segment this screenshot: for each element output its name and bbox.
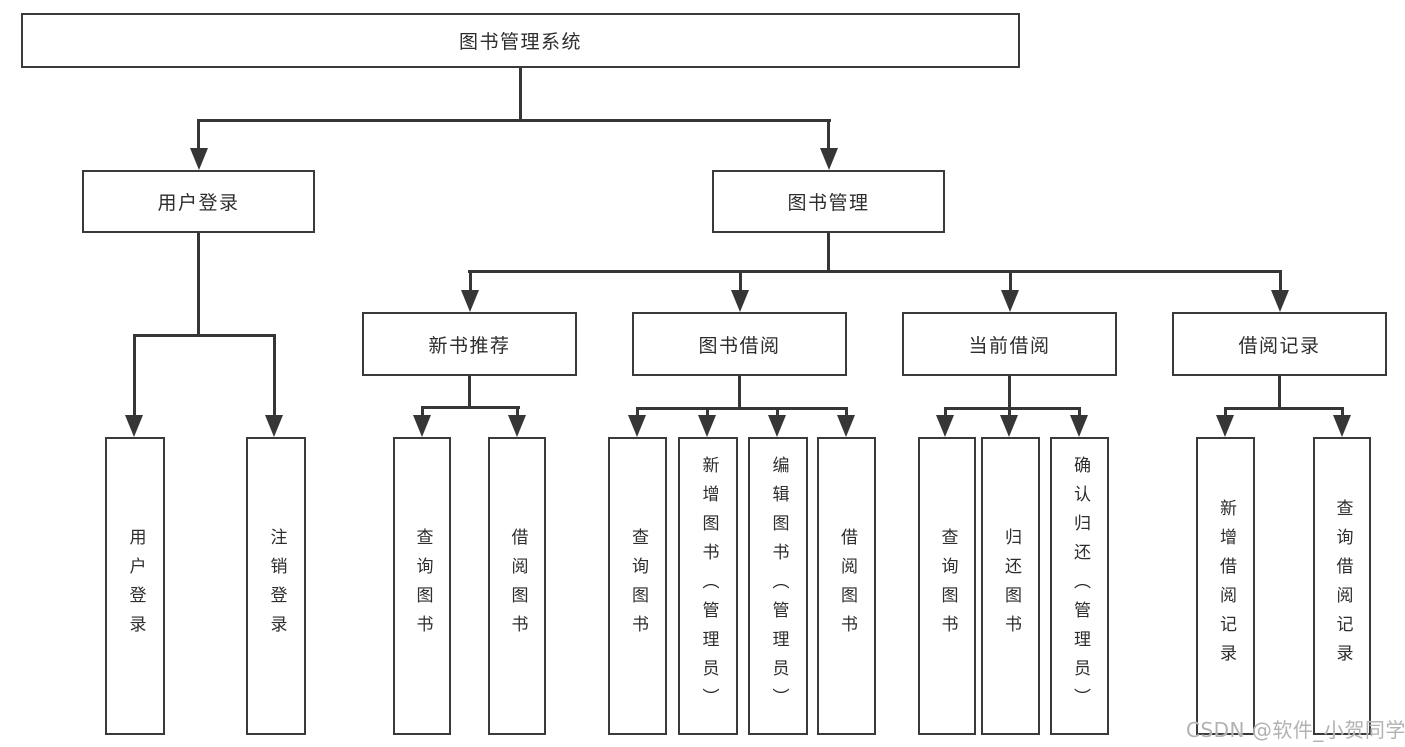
arrowhead-leaf-logout [265, 415, 283, 437]
connector-drop-current-return [1008, 407, 1011, 416]
connector-drop-leaf-logout [273, 334, 276, 415]
arrowhead-records-query [1333, 415, 1351, 437]
node-user-login: 用户登录 [82, 170, 315, 233]
connector-current-stem [1008, 376, 1011, 408]
node-book-management-label: 图书管理 [787, 192, 870, 214]
connector-newbook-rail [421, 406, 520, 409]
connector-user-rail [133, 334, 276, 337]
arrowhead-current-borrow [1001, 290, 1019, 312]
node-book-management: 图书管理 [712, 170, 945, 233]
node-new-book-recommend-label: 新书推荐 [428, 334, 511, 357]
leaf-user-logout: 注销登录 [246, 437, 306, 735]
connector-drop-borrow-records [1279, 270, 1282, 290]
connector-drop-user-login [197, 119, 200, 148]
leaf-current-confirm-admin: 确认归还（管理员） [1050, 437, 1109, 735]
arrowhead-borrow-records [1271, 290, 1289, 312]
leaf-records-query-label: 查询借阅记录 [1332, 499, 1353, 673]
connector-drop-borrow-edit [776, 407, 779, 416]
connector-drop-book-management [827, 119, 830, 148]
connector-drop-borrow-add [706, 407, 709, 416]
node-root-system: 图书管理系统 [21, 13, 1020, 68]
node-borrow-records-label: 借阅记录 [1238, 334, 1321, 357]
arrowhead-borrow-lend [837, 415, 855, 437]
arrowhead-book-borrow [731, 290, 749, 312]
node-new-book-recommend: 新书推荐 [362, 312, 577, 376]
arrowhead-borrow-add [698, 415, 716, 437]
leaf-records-query: 查询借阅记录 [1313, 437, 1371, 735]
leaf-current-return: 归还图书 [981, 437, 1040, 735]
connector-drop-records-query [1341, 407, 1344, 416]
leaf-current-query-label: 查询图书 [937, 528, 958, 644]
connector-drop-borrow-lend [845, 407, 848, 416]
node-root-system-label: 图书管理系统 [458, 31, 582, 53]
leaf-records-add-label: 新增借阅记录 [1216, 499, 1236, 673]
connector-drop-newbook-query [421, 406, 424, 416]
csdn-watermark: CSDN @软件_小贺同学 [1186, 718, 1405, 742]
arrowhead-records-add [1216, 415, 1234, 437]
leaf-borrow-add-admin-label: 新增图书（管理员） [698, 455, 719, 717]
leaf-borrow-edit-admin-label: 编辑图书（管理员） [768, 455, 789, 717]
arrowhead-borrow-edit [768, 415, 786, 437]
leaf-current-return-label: 归还图书 [1001, 528, 1021, 644]
node-user-login-label: 用户登录 [157, 192, 240, 214]
connector-records-rail [1224, 407, 1344, 410]
leaf-borrow-query-label: 查询图书 [628, 528, 648, 644]
arrowhead-leaf-login [125, 415, 143, 437]
arrowhead-current-return [1000, 415, 1018, 437]
connector-user-stem [197, 233, 200, 335]
leaf-user-login-label: 用户登录 [125, 528, 146, 644]
arrowhead-newbook-borrow [508, 415, 526, 437]
leaf-user-login: 用户登录 [105, 437, 165, 735]
node-current-borrow-label: 当前借阅 [968, 334, 1051, 357]
connector-drop-current-borrow [1009, 270, 1012, 290]
arrowhead-book-management [820, 148, 838, 170]
leaf-borrow-lend-label: 借阅图书 [837, 528, 857, 644]
connector-level2-rail [197, 119, 831, 122]
connector-current-rail [944, 407, 1081, 410]
leaf-current-query: 查询图书 [918, 437, 976, 735]
leaf-borrow-query: 查询图书 [608, 437, 667, 735]
connector-newbook-stem [468, 376, 471, 407]
node-current-borrow: 当前借阅 [902, 312, 1117, 376]
connector-borrow-stem [738, 376, 741, 408]
leaf-current-confirm-admin-label: 确认归还（管理员） [1070, 455, 1090, 717]
connector-drop-leaf-login [133, 334, 136, 415]
leaf-borrow-lend: 借阅图书 [817, 437, 876, 735]
arrowhead-current-confirm [1070, 415, 1088, 437]
leaf-newbook-query-label: 查询图书 [412, 528, 433, 644]
connector-drop-current-confirm [1078, 407, 1081, 416]
node-book-borrow: 图书借阅 [632, 312, 847, 376]
connector-mgmt-stem [827, 233, 830, 271]
connector-borrow-rail [636, 407, 848, 410]
connector-drop-newbook-borrow [516, 406, 519, 416]
connector-records-stem [1278, 376, 1281, 408]
leaf-user-logout-label: 注销登录 [266, 528, 287, 644]
connector-level3-rail [468, 270, 1282, 273]
connector-drop-current-query [944, 407, 947, 416]
leaf-newbook-borrow: 借阅图书 [488, 437, 546, 735]
connector-drop-records-add [1224, 407, 1227, 416]
arrowhead-new-book [461, 290, 479, 312]
connector-drop-borrow-query [636, 407, 639, 416]
leaf-records-add: 新增借阅记录 [1196, 437, 1255, 735]
connector-root-stem [519, 68, 522, 120]
arrowhead-newbook-query [413, 415, 431, 437]
leaf-borrow-add-admin: 新增图书（管理员） [678, 437, 738, 735]
leaf-borrow-edit-admin: 编辑图书（管理员） [748, 437, 808, 735]
leaf-newbook-query: 查询图书 [393, 437, 451, 735]
node-book-borrow-label: 图书借阅 [698, 334, 781, 357]
arrowhead-user-login [190, 148, 208, 170]
arrowhead-current-query [936, 415, 954, 437]
arrowhead-borrow-query [628, 415, 646, 437]
connector-drop-new-book [469, 270, 472, 290]
node-borrow-records: 借阅记录 [1172, 312, 1387, 376]
connector-drop-book-borrow [739, 270, 742, 290]
leaf-newbook-borrow-label: 借阅图书 [507, 528, 528, 644]
